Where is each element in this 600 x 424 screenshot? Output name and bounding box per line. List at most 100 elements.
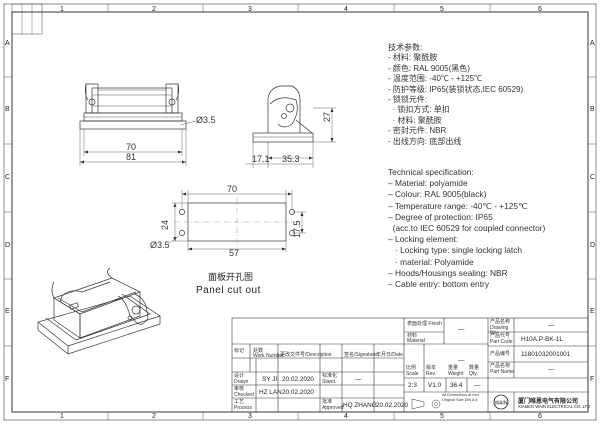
part-no-value: 11801032001001: [521, 351, 571, 358]
side-view: [79, 83, 187, 130]
part-code-label: 产品代号 Part Code: [490, 333, 513, 345]
qty-label: 数量 Qty.: [469, 365, 480, 377]
approved-label: 批准 Approved: [322, 399, 344, 411]
spec-line: · 锁扣方式: 单扣: [388, 105, 450, 115]
spec-en-block: Technical specification: – Material: pol…: [388, 167, 545, 290]
drawn-name: SY JI: [262, 376, 278, 383]
dim-cutout-24: 24: [160, 219, 170, 230]
spec-line: – Hoods/Housings sealing: NBR: [388, 267, 508, 278]
dim-width-81: 81: [126, 152, 137, 162]
spec-line: - 防护等级: IP65(装锁状态,IEC 60529): [388, 84, 524, 94]
company-name-cn: 厦门唯恩电气有限公司: [518, 399, 579, 405]
dim-height-27: 27: [322, 111, 332, 122]
col-label: 6: [538, 6, 542, 13]
spec-line: - 出线方向: 底部出线: [388, 136, 462, 146]
col-label: 1: [60, 413, 64, 420]
hdr-mark: 标记: [234, 348, 245, 354]
spec-line: – Colour: RAL 9005(black): [388, 189, 487, 200]
hdr-qty: 处数: [253, 348, 264, 354]
spec-line: – Temperature range: -40℃ - +125℃: [388, 200, 528, 211]
col-label: 4: [344, 413, 348, 420]
finish-label: 表面处理 Finish: [407, 321, 442, 327]
col-label: 3: [248, 6, 252, 13]
finish-value: —: [458, 326, 465, 333]
drawn-label: 设计 Drawn: [234, 373, 249, 385]
mount-hole: [179, 230, 185, 236]
checked-date: 20.02.2020: [282, 389, 314, 396]
col-label: 2: [152, 6, 156, 13]
spec-line: · 材料: 聚酰胺: [388, 115, 442, 125]
isometric-view: [37, 267, 161, 355]
approved-name: HQ ZHANG: [343, 402, 377, 409]
row-label: A: [5, 40, 10, 47]
material-value: —: [458, 357, 465, 364]
part-name-label: 产品名称 Part Name: [490, 363, 514, 375]
company-logo: WAIN: [493, 394, 509, 410]
drawn-date: 20.02.2020: [282, 376, 314, 383]
dim-cutout-57: 57: [229, 248, 240, 258]
scale-value: 2:3: [408, 382, 417, 389]
approved-date: 20.02.2020: [376, 402, 408, 409]
spec-line: (acc.to IEC 60529 for coupled connector): [388, 223, 546, 234]
revision-box: [11, 3, 43, 35]
hdr-desc: 更改文件号/Description: [280, 352, 332, 358]
row-label: D: [590, 242, 596, 249]
col-label: 2: [152, 413, 156, 420]
row-label: E: [5, 308, 10, 315]
row-label: A: [590, 40, 595, 47]
projection-symbol: [411, 398, 441, 410]
rev-label: 版本 Rev.: [426, 365, 437, 377]
cutout-caption-cn: 面板开孔图: [208, 272, 254, 282]
spec-line: Technical specification:: [388, 167, 474, 177]
tolerance-note: All Dimensions at mm Original Size DIN A…: [442, 393, 479, 402]
dim-hole-diameter: Ø3.5: [196, 115, 216, 125]
checked-name: HZ LAN: [259, 389, 282, 396]
part-name-value: —: [548, 366, 555, 373]
spec-cn-block: 技术参数: - 材料: 聚酰胺 - 颜色: RAL 9005(黑色) - 温度范…: [388, 43, 523, 147]
drawing-no-value: —: [548, 322, 555, 329]
spec-line: – Material: polyamide: [388, 178, 468, 189]
spec-line: - 密封元件: NBR: [388, 126, 447, 136]
row-label: B: [590, 106, 595, 113]
end-view: [252, 85, 314, 143]
process-label: 工艺 Process: [234, 399, 253, 411]
row-label: F: [5, 376, 10, 383]
spec-line: – Locking element:: [388, 234, 459, 245]
spec-line: - 温度范围: -40℃ - +125℃: [388, 74, 483, 84]
row-label: D: [5, 242, 11, 249]
spec-line: – Degree of protection: IP65: [388, 211, 493, 222]
spec-line: 技术参数:: [388, 43, 423, 52]
spec-line: - 材料: 聚酰胺: [388, 53, 438, 63]
row-label: C: [590, 174, 596, 181]
col-label: 4: [344, 6, 348, 13]
zone-ticks: [4, 4, 596, 420]
spec-line: - 锁锁元件:: [388, 95, 428, 105]
dim-width-70: 70: [126, 142, 137, 152]
spec-line: – Cable entry: bottom entry: [388, 279, 490, 290]
row-label: E: [590, 308, 595, 315]
dim-cutout-17-5: 17.5: [292, 220, 302, 238]
cutout-caption-en: Panel cut out: [196, 285, 261, 296]
col-label: 3: [248, 413, 252, 420]
material-label: 材料 Material: [407, 333, 425, 344]
mount-hole: [179, 209, 185, 215]
row-label: C: [5, 174, 11, 181]
title-block: [231, 317, 589, 413]
dim-offset-17-1: 17.1: [252, 154, 270, 164]
spec-line: · Locking type: single locking latch: [388, 245, 523, 256]
part-code-value: H10A.P-BK-1L: [521, 336, 563, 343]
std-label: 标准化 Stand.: [322, 373, 338, 385]
hdr-number: Work Number: [253, 353, 284, 359]
row-label: F: [590, 376, 595, 383]
spec-line: · material: Polyamide: [388, 256, 474, 267]
col-label: 5: [440, 6, 444, 13]
company-name-en: XIAMEN WAIN ELECTRICAL CO.,LTD: [518, 404, 591, 409]
checked-label: 审核 Checked: [234, 386, 254, 398]
dim-value: 3.5: [157, 240, 170, 250]
dim-cutout-hole: Ø3.5: [150, 240, 170, 250]
svg-text:WAIN: WAIN: [495, 401, 508, 407]
hdr-sign: 签名/Signature: [344, 352, 377, 358]
dim-cutout-70: 70: [227, 184, 238, 194]
